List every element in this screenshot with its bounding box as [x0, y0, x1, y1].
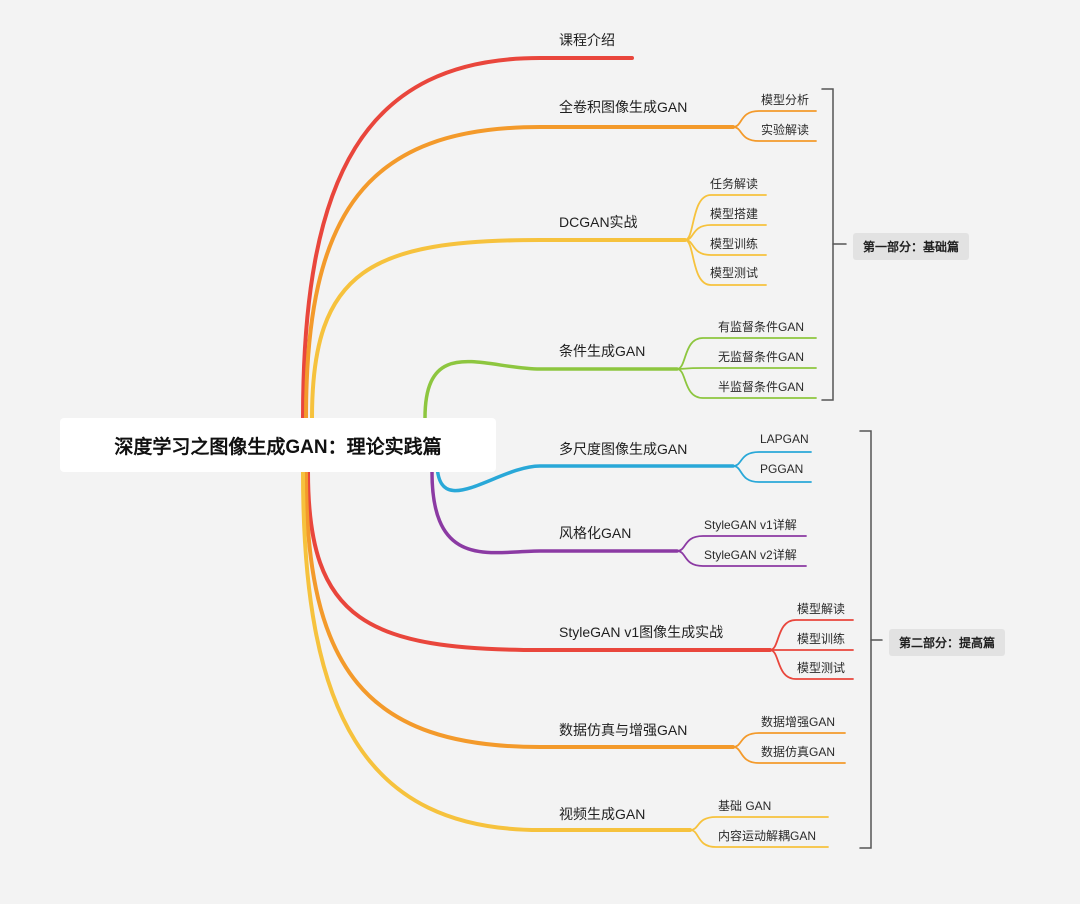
branch-connector [304, 470, 735, 749]
subtopic[interactable]: 任务解读 [710, 177, 759, 191]
sub-connector [732, 732, 846, 748]
branch-connector [310, 238, 687, 420]
sub-connector [732, 110, 817, 128]
subtopic[interactable]: 内容运动解耦GAN [718, 829, 817, 843]
sub-connector [732, 746, 846, 764]
topic-conditional-gan[interactable]: 条件生成GAN [559, 343, 646, 359]
topic-stylegan-v1-practice[interactable]: StyleGAN v1图像生成实战 [559, 624, 724, 640]
part-label-basic[interactable]: 第一部分：基础篇 [853, 233, 970, 260]
subtopic[interactable]: LAPGAN [760, 432, 809, 446]
sub-connector [732, 465, 812, 483]
sub-connector [676, 550, 807, 567]
subtopic[interactable]: 无监督条件GAN [718, 350, 805, 364]
root-title: 深度学习之图像生成GAN：理论实践篇 [114, 436, 442, 458]
subtopic[interactable]: 数据增强GAN [761, 715, 836, 729]
sub-connector [732, 126, 817, 142]
sub-connector [689, 829, 829, 848]
topic-dcgan[interactable]: DCGAN实战 [559, 214, 638, 230]
subtopic[interactable]: 模型训练 [710, 237, 759, 251]
sub-connector [676, 367, 817, 370]
topic-multiscale-gan[interactable]: 多尺度图像生成GAN [559, 441, 688, 457]
topic-style-gan[interactable]: 风格化GAN [559, 525, 632, 541]
root-topic[interactable]: 深度学习之图像生成GAN：理论实践篇 [60, 418, 496, 472]
subtopic[interactable]: StyleGAN v2详解 [704, 548, 797, 562]
branch-connector [435, 460, 735, 493]
branch-connector [304, 125, 735, 420]
subtopic[interactable]: 模型测试 [797, 661, 846, 675]
sub-connector [684, 239, 767, 286]
subtopic[interactable]: PGGAN [760, 462, 804, 476]
subtopic[interactable]: 实验解读 [761, 123, 810, 137]
subtopic[interactable]: 基础 GAN [718, 799, 772, 813]
sub-connector [676, 535, 807, 552]
sub-connector [684, 224, 767, 241]
subtopic[interactable]: 模型解读 [797, 602, 846, 616]
sub-connector [676, 368, 817, 399]
subtopic[interactable]: 模型分析 [761, 93, 810, 107]
branch-connector [301, 56, 634, 420]
branch-connector [301, 470, 692, 832]
bracket-part-2 [859, 430, 872, 849]
part-label-advanced[interactable]: 第二部分：提高篇 [889, 629, 1006, 656]
subtopic[interactable]: 半监督条件GAN [718, 380, 805, 394]
sub-connector [732, 451, 812, 467]
branch-connector [430, 470, 679, 555]
topic-video-gan[interactable]: 视频生成GAN [559, 806, 646, 822]
branch-connector [423, 359, 679, 420]
topic-data-sim-gan[interactable]: 数据仿真与增强GAN [559, 722, 688, 738]
sub-connector [769, 649, 854, 680]
subtopic[interactable]: 数据仿真GAN [761, 745, 836, 759]
branch-connector [306, 470, 772, 652]
subtopic[interactable]: 模型搭建 [710, 207, 759, 221]
subtopic[interactable]: 模型测试 [710, 266, 759, 280]
sub-connector [769, 619, 854, 651]
topic-course-intro[interactable]: 课程介绍 [559, 32, 615, 48]
bracket-part-1 [821, 88, 834, 401]
subtopic[interactable]: 模型训练 [797, 632, 846, 646]
subtopic[interactable]: StyleGAN v1详解 [704, 518, 797, 532]
sub-connector [676, 337, 817, 370]
subtopic[interactable]: 有监督条件GAN [718, 320, 805, 334]
topic-fcn-gan[interactable]: 全卷积图像生成GAN [559, 99, 688, 115]
